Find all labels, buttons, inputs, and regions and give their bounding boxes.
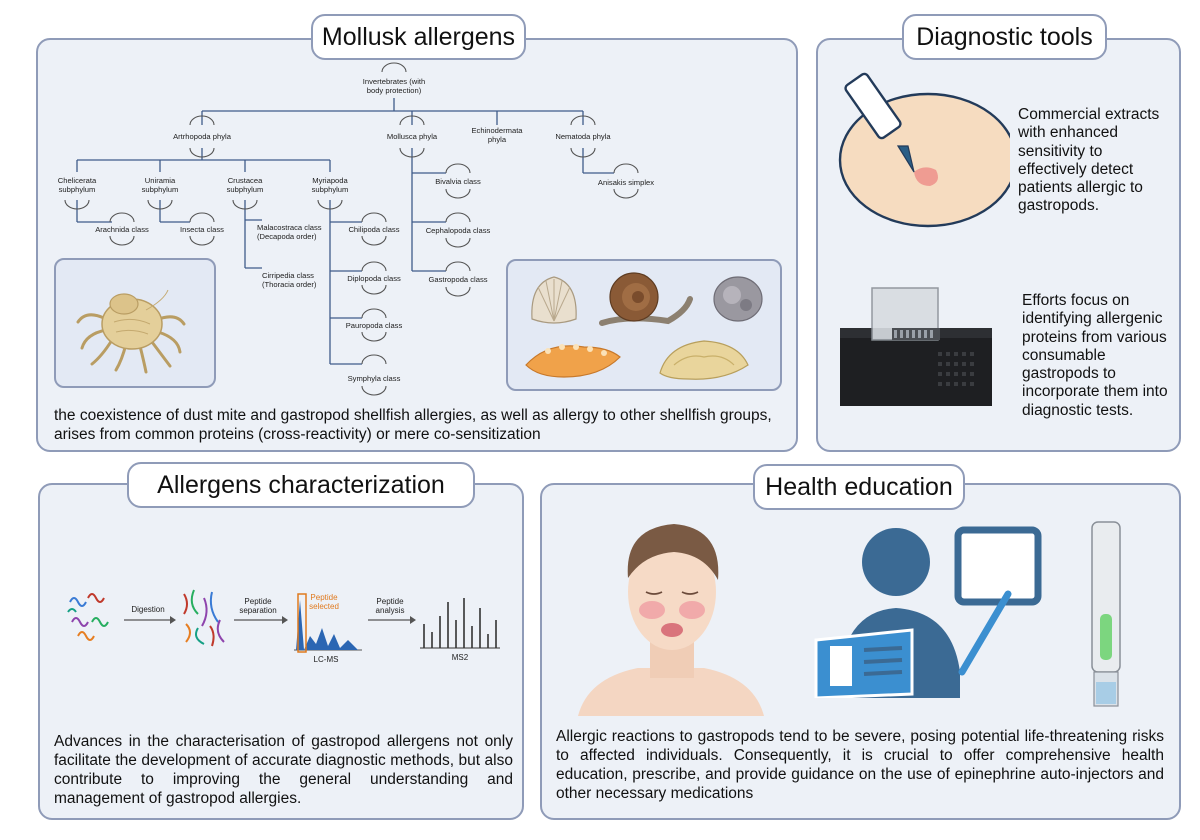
protein-clusters-icon bbox=[67, 593, 109, 641]
epinephrine-auto-injector-icon bbox=[1091, 521, 1121, 707]
lc-ms-label: LC-MS bbox=[314, 655, 339, 664]
tree-bivalvia-label: Bivalvia class bbox=[435, 177, 481, 186]
dust-mite-image-box bbox=[54, 258, 216, 388]
lancet-icon bbox=[844, 72, 915, 173]
sea-snail-icon bbox=[713, 276, 763, 322]
allergens-characterization-description: Advances in the characterisation of gast… bbox=[54, 733, 513, 807]
health-education-description: Allergic reactions to gastropods tend to… bbox=[556, 728, 1164, 802]
mollusk-allergens-title: Mollusk allergens bbox=[311, 14, 526, 60]
diagnostic-text-commercial-extracts: Commercial extracts with enhanced sensit… bbox=[1018, 106, 1160, 215]
open-book-icon bbox=[814, 628, 914, 698]
tree-cirripedia-label: Cirripedia class(Thoracia order) bbox=[262, 271, 317, 289]
clam-shell-icon bbox=[531, 276, 577, 324]
allergic-reaction-face-illustration bbox=[578, 524, 764, 716]
dust-mite-illustration bbox=[76, 289, 186, 374]
tree-chilipoda-label: Chilipoda class bbox=[348, 225, 399, 234]
education-person-icon bbox=[814, 526, 1042, 698]
tree-node-arcs bbox=[64, 62, 639, 396]
step-digestion-label: Digestion bbox=[131, 605, 164, 614]
tree-diplopoda-label: Diplopoda class bbox=[347, 274, 401, 283]
peptide-fragments-icon bbox=[183, 589, 225, 647]
diagnostic-device-illustration bbox=[840, 287, 992, 406]
snail-icon bbox=[599, 272, 693, 326]
diagnostic-text-efforts: Efforts focus on identifying allergenic … bbox=[1022, 292, 1168, 419]
tree-arachnida-label: Arachnida class bbox=[95, 225, 149, 234]
health-education-title: Health education bbox=[753, 464, 965, 510]
tree-nematoda-label: Nematoda phyla bbox=[555, 132, 611, 141]
lc-ms-chromatogram bbox=[294, 593, 362, 653]
skin-prick-test-illustration bbox=[838, 72, 1010, 228]
mollusks-illustration bbox=[525, 272, 763, 380]
sea-slug-icon bbox=[659, 340, 749, 380]
tree-arthropoda-label: Artrhopoda phyla bbox=[173, 132, 232, 141]
nudibranch-icon bbox=[525, 344, 621, 378]
ms2-label: MS2 bbox=[452, 653, 469, 662]
tree-symphyla-label: Symphyla class bbox=[348, 374, 401, 383]
tree-connectors bbox=[76, 98, 614, 365]
tree-gastropoda-label: Gastropoda class bbox=[428, 275, 487, 284]
allergens-characterization-panel bbox=[38, 483, 524, 820]
tree-malacostraca-label: Malacostraca class(Decapoda order) bbox=[257, 223, 322, 241]
tree-anisakis-label: Anisakis simplex bbox=[598, 178, 654, 187]
allergens-characterization-title: Allergens characterization bbox=[127, 462, 475, 508]
tree-mollusca-label: Mollusca phyla bbox=[387, 132, 438, 141]
tree-cephalopoda-label: Cephalopoda class bbox=[426, 226, 491, 235]
diagnostic-tools-title: Diagnostic tools bbox=[902, 14, 1107, 60]
tree-insecta-label: Insecta class bbox=[180, 225, 224, 234]
mollusk-allergens-description: the coexistence of dust mite and gastrop… bbox=[54, 407, 772, 443]
tree-pauropoda-label: Pauropoda class bbox=[346, 321, 403, 330]
mollusks-image-box bbox=[506, 259, 782, 391]
ms2-spectrum bbox=[420, 598, 500, 649]
